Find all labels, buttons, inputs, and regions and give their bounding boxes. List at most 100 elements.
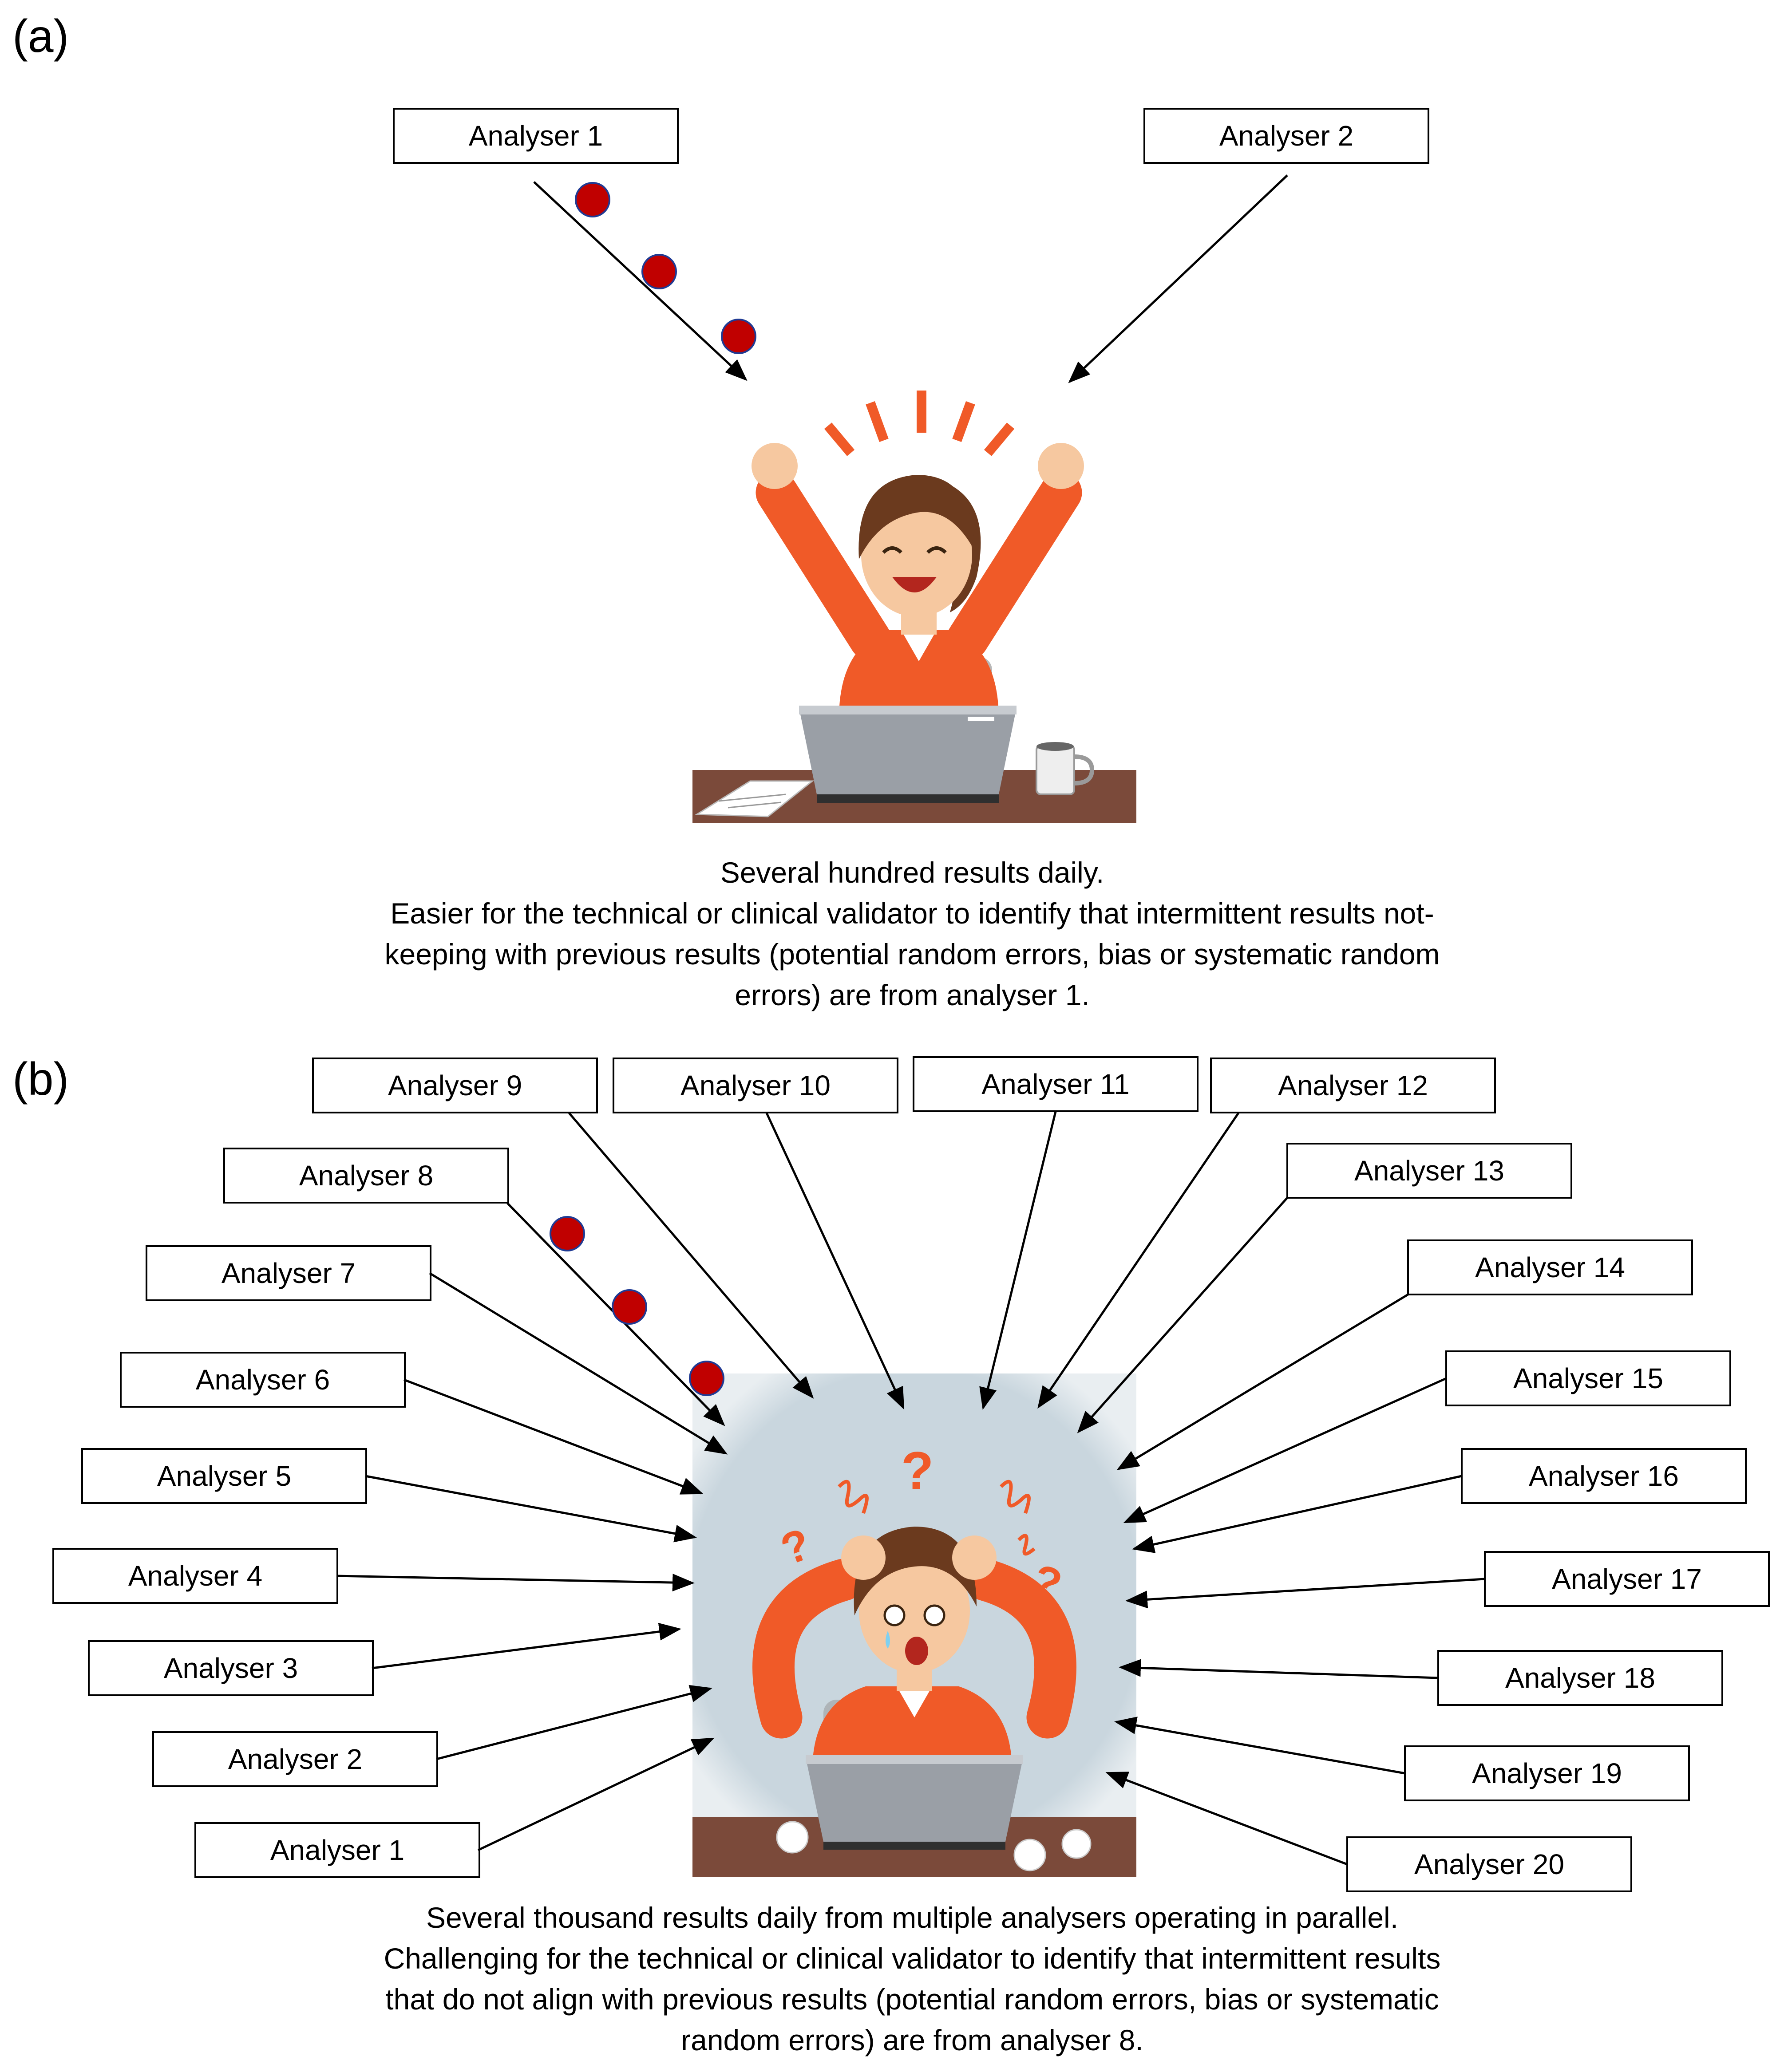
analyser-14-arrow <box>1116 1293 1409 1470</box>
analyser-12-box-frame <box>1210 1058 1496 1113</box>
analyser-2-box-label: Analyser 2 <box>228 1743 362 1775</box>
analyser-4-box-frame <box>52 1548 338 1604</box>
analyser-10-box-label: Analyser 10 <box>680 1070 831 1101</box>
analyser-20-box-frame <box>1346 1836 1632 1892</box>
analyser-14-box: Analyser 14 <box>1407 1239 1693 1295</box>
analyser-15-box: Analyser 15 <box>1445 1350 1731 1406</box>
analyser-9-box-frame <box>312 1058 598 1113</box>
panel-a-label: (a) <box>12 11 69 62</box>
caption-line: Several hundred results daily. <box>720 856 1104 889</box>
caption-line: errors) are from analyser 1. <box>735 979 1090 1011</box>
analyser-11-box: Analyser 11 <box>913 1056 1199 1112</box>
caption-line: keeping with previous results (potential… <box>384 938 1440 971</box>
analyser-19-box-label: Analyser 19 <box>1472 1757 1622 1789</box>
panel-b: ? ? ? Analyser 1 Analyser 2 Analyser 3 Anal… <box>52 1056 1770 1892</box>
error-dot <box>612 1289 647 1325</box>
analyser-2-box-frame <box>1143 108 1429 164</box>
analyser-5-arrow <box>365 1475 697 1543</box>
analyser-2-arrow <box>1068 174 1288 383</box>
analyser-7-box-label: Analyser 7 <box>222 1257 356 1289</box>
analyser-1-box-label: Analyser 1 <box>469 120 603 152</box>
stressed-validator-illustration: ? ? ? <box>692 1373 1136 1877</box>
error-dot <box>550 1216 585 1251</box>
error-dot <box>641 254 677 289</box>
caption-line: Challenging for the technical or clinica… <box>384 1942 1441 1975</box>
analyser-3-box-label: Analyser 3 <box>164 1652 298 1684</box>
analyser-19-arrow <box>1114 1717 1405 1775</box>
analyser-16-box: Analyser 16 <box>1461 1448 1747 1504</box>
analyser-15-box-frame <box>1445 1350 1731 1406</box>
analyser-13-box-frame <box>1286 1143 1572 1199</box>
panel-b-label: (b) <box>12 1054 69 1105</box>
analyser-14-box-label: Analyser 14 <box>1475 1251 1625 1283</box>
analyser-18-box: Analyser 18 <box>1437 1650 1723 1706</box>
analyser-10-box: Analyser 10 <box>613 1058 898 1113</box>
analyser-16-box-label: Analyser 16 <box>1529 1460 1679 1492</box>
analyser-4-arrow <box>336 1574 695 1592</box>
analyser-3-box: Analyser 3 <box>88 1640 374 1696</box>
analyser-20-box-label: Analyser 20 <box>1414 1848 1564 1880</box>
analyser-17-box-label: Analyser 17 <box>1552 1563 1702 1595</box>
panel-a-caption: Several hundred results daily. Easier fo… <box>246 852 1578 1015</box>
caption-line: Several thousand results daily from mult… <box>426 1901 1399 1934</box>
caption-line: random errors) are from analyser 8. <box>681 2024 1143 2056</box>
analyser-14-box-frame <box>1407 1239 1693 1295</box>
analyser-10-arrow <box>765 1112 905 1410</box>
analyser-3-arrow <box>372 1622 681 1669</box>
analyser-8-box-frame <box>223 1148 509 1204</box>
analyser-18-box-label: Analyser 18 <box>1505 1662 1655 1694</box>
analyser-13-box: Analyser 13 <box>1286 1143 1572 1199</box>
analyser-15-arrow <box>1123 1377 1447 1523</box>
analyser-1-box-frame <box>194 1822 480 1878</box>
analyser-1-arrow <box>533 181 748 381</box>
error-dot <box>689 1361 724 1396</box>
analyser-9-arrow <box>568 1112 814 1399</box>
analyser-2-arrow <box>436 1685 712 1760</box>
analyser-1-arrow <box>477 1737 715 1851</box>
analyser-12-box: Analyser 12 <box>1210 1058 1496 1113</box>
analyser-16-box-frame <box>1461 1448 1747 1504</box>
caption-line: that do not align with previous results … <box>385 1983 1439 2016</box>
analyser-2-box-frame <box>152 1731 438 1787</box>
analyser-1-box-label: Analyser 1 <box>270 1834 404 1866</box>
analyser-17-arrow <box>1125 1578 1485 1609</box>
analyser-7-arrow <box>429 1272 728 1455</box>
svg-text:?: ? <box>901 1441 934 1500</box>
analyser-19-box: Analyser 19 <box>1404 1745 1690 1801</box>
analyser-6-box: Analyser 6 <box>120 1352 406 1408</box>
error-dot <box>721 319 756 354</box>
caption-line: Easier for the technical or clinical val… <box>390 897 1434 930</box>
analyser-12-arrow <box>1037 1112 1240 1409</box>
analyser-13-arrow <box>1077 1197 1288 1433</box>
analyser-8-box: Analyser 8 <box>223 1148 509 1204</box>
analyser-1-box-frame <box>393 108 679 164</box>
analyser-15-box-label: Analyser 15 <box>1513 1362 1663 1394</box>
analyser-11-box-frame <box>913 1056 1199 1112</box>
analyser-16-arrow <box>1132 1475 1462 1553</box>
analyser-1-box: Analyser 1 <box>393 108 679 164</box>
analyser-1-box: Analyser 1 <box>194 1822 480 1878</box>
analyser-5-box: Analyser 5 <box>81 1448 367 1504</box>
analyser-17-box: Analyser 17 <box>1484 1551 1770 1607</box>
analyser-7-box: Analyser 7 <box>146 1245 431 1301</box>
analyser-2-box-label: Analyser 2 <box>1219 120 1353 152</box>
analyser-10-box-frame <box>613 1058 898 1113</box>
analyser-20-arrow <box>1105 1772 1348 1866</box>
analyser-6-arrow <box>403 1378 704 1495</box>
panel-b-caption: Several thousand results daily from mult… <box>246 1897 1578 2060</box>
analyser-12-box-label: Analyser 12 <box>1278 1070 1428 1101</box>
analyser-19-box-frame <box>1404 1745 1690 1801</box>
analyser-3-box-frame <box>88 1640 374 1696</box>
analyser-9-box-label: Analyser 9 <box>388 1070 522 1101</box>
analyser-6-box-label: Analyser 6 <box>196 1364 330 1396</box>
analyser-11-arrow <box>979 1111 1057 1410</box>
analyser-13-box-label: Analyser 13 <box>1354 1155 1504 1187</box>
analyser-6-box-frame <box>120 1352 406 1408</box>
analyser-18-arrow <box>1119 1659 1439 1679</box>
analyser-5-box-label: Analyser 5 <box>157 1460 291 1492</box>
analyser-7-box-frame <box>146 1245 431 1301</box>
error-dot <box>575 182 610 217</box>
panel-a: Analyser 1 Analyser 2 <box>393 108 1429 823</box>
analyser-9-box: Analyser 9 <box>312 1058 598 1113</box>
